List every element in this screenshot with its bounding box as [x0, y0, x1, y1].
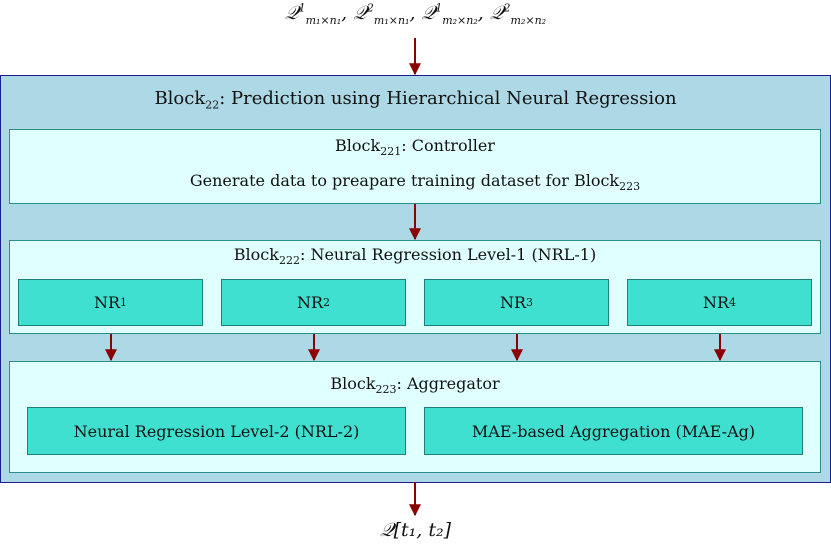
block222-title: Block222: Neural Regression Level-1 (NRL… [233, 245, 597, 268]
block221-description: Generate data to preapare training datas… [189, 171, 641, 194]
output-label: 𝒬[t₁, t₂] [379, 519, 452, 541]
mae-ag-box: MAE-based Aggregation (MAE-Ag) [424, 407, 803, 455]
input-item-3: 𝒬1m₂×n₂ [421, 1, 478, 27]
input-item-4: 𝒬2m₂×n₂ [489, 1, 547, 27]
block221-title: Block221: Controller [335, 136, 495, 159]
input-label: 𝒬1m₁×n₁, 𝒬2m₁×n₁, 𝒬1m₂×n₂, 𝒬2m₂×n₂ [284, 1, 547, 27]
block22-title: Block22: Prediction using Hierarchical N… [154, 88, 677, 112]
input-item-2: 𝒬2m₁×n₁ [353, 1, 410, 27]
block223-title: Block223: Aggregator [330, 374, 500, 397]
nrl2-box: Neural Regression Level-2 (NRL-2) [27, 407, 406, 455]
input-item-1: 𝒬1m₁×n₁ [284, 1, 342, 27]
block221-panel: Block221: Controller Generate data to pr… [9, 129, 821, 204]
